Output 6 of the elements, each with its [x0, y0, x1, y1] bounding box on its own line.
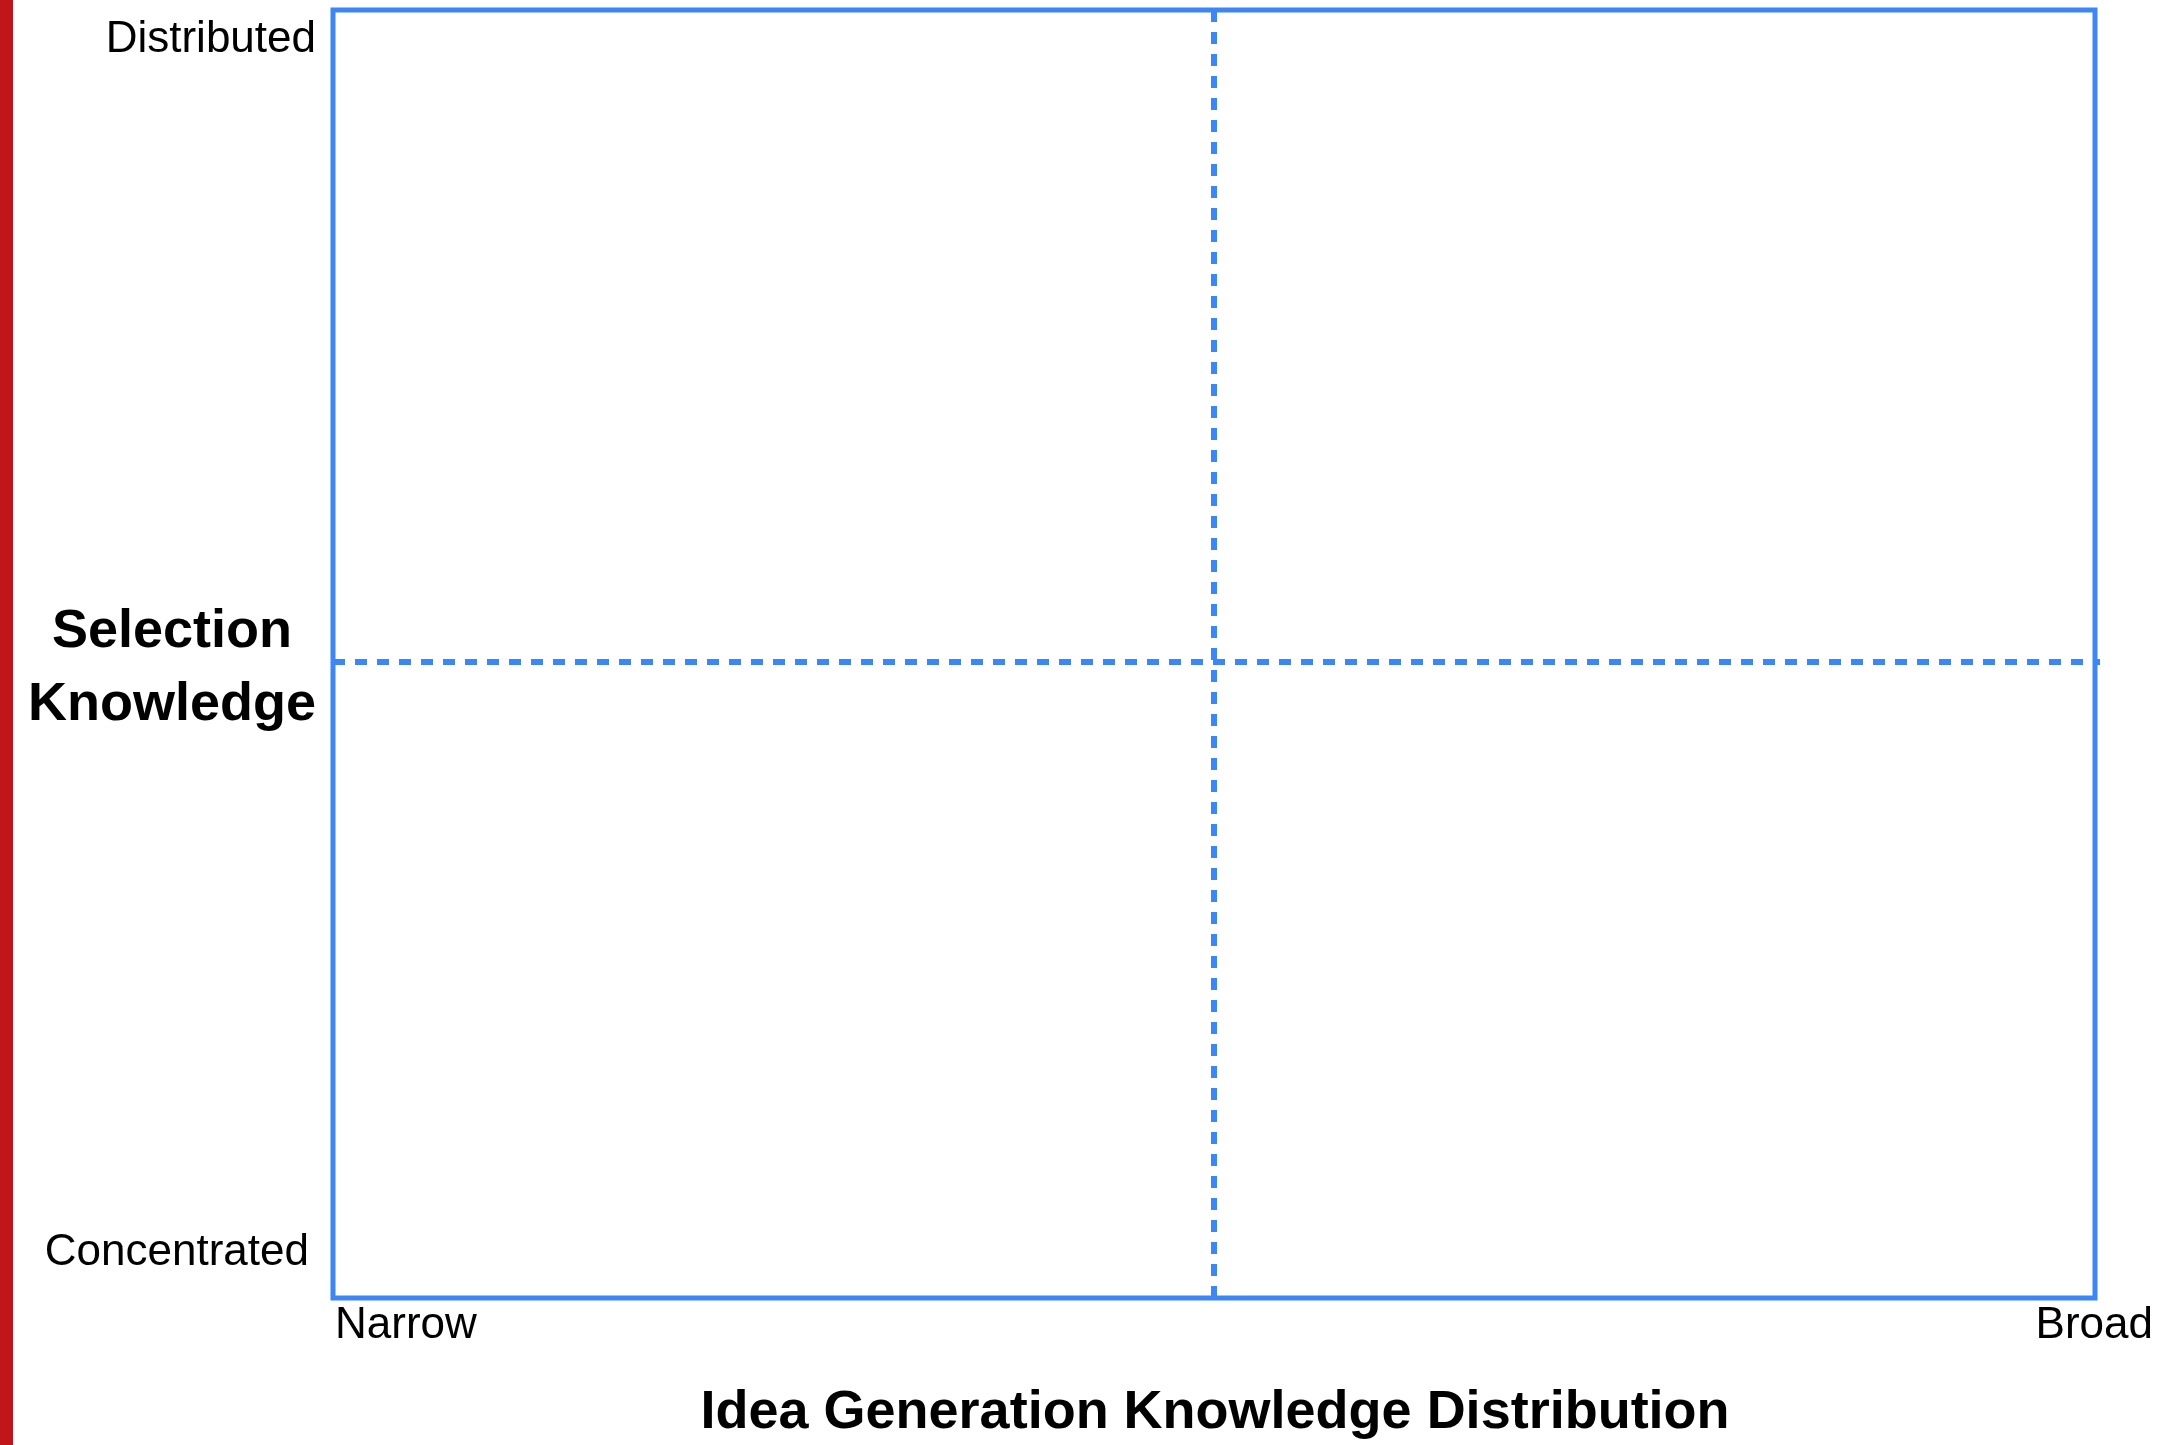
axis-title: Selection Knowledge [27, 597, 317, 733]
axis-tick-label: Concentrated [44, 1225, 309, 1276]
axis-tick-label: Narrow [335, 1298, 477, 1349]
axis-tick-label: Broad [2035, 1298, 2153, 1349]
axis-tick-label: Distributed [105, 12, 316, 63]
axis-title: Idea Generation Knowledge Distribution [700, 1378, 1730, 1441]
